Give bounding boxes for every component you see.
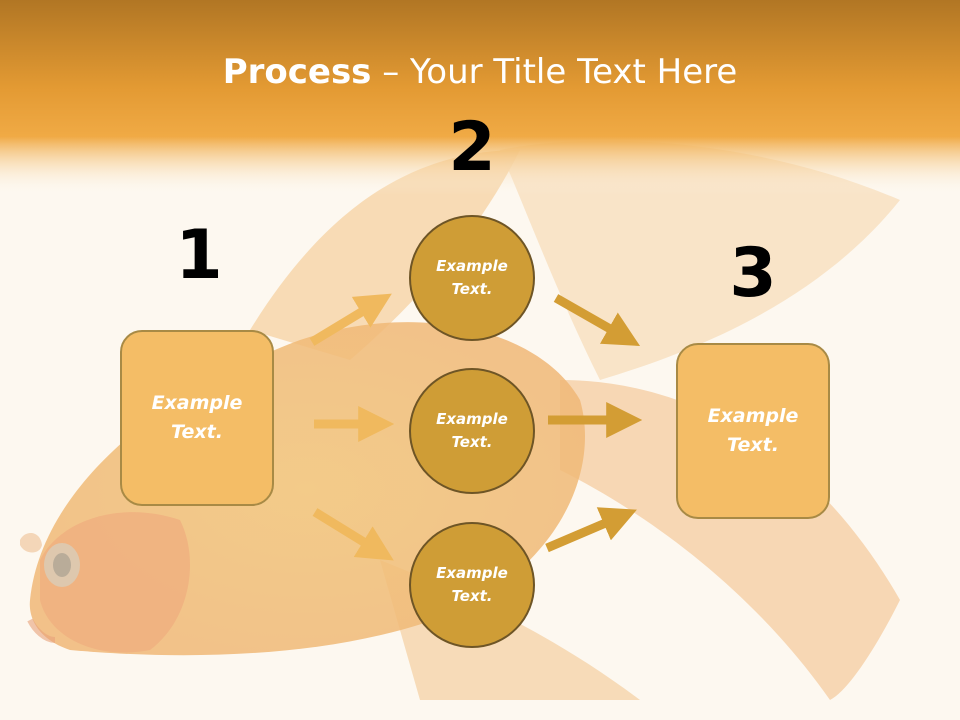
circle-middle-text: Example Text. (436, 410, 508, 451)
arrow-to-bottom-circle (312, 508, 394, 561)
step-number-3: 3 (729, 234, 777, 313)
circle-bottom: Example Text. (409, 522, 535, 648)
arrow-bottom-to-box3 (545, 507, 637, 553)
step-3-box: Example Text. (676, 343, 830, 519)
step-number-1: 1 (175, 216, 223, 295)
slide-title: Process – Your Title Text Here (0, 52, 960, 92)
arrow-to-top-circle (309, 293, 392, 346)
step-1-box: Example Text. (120, 330, 274, 506)
circle-top-text: Example Text. (436, 257, 508, 298)
arrow-top-to-box3 (553, 294, 641, 347)
circle-top: Example Text. (409, 215, 535, 341)
step-number-2: 2 (448, 108, 496, 187)
step-1-text: Example Text. (151, 392, 243, 443)
title-bold: Process (222, 52, 372, 92)
step-3-text: Example Text. (707, 405, 799, 456)
circle-middle: Example Text. (409, 368, 535, 494)
title-rest: – Your Title Text Here (371, 52, 738, 92)
circle-bottom-text: Example Text. (436, 564, 508, 605)
